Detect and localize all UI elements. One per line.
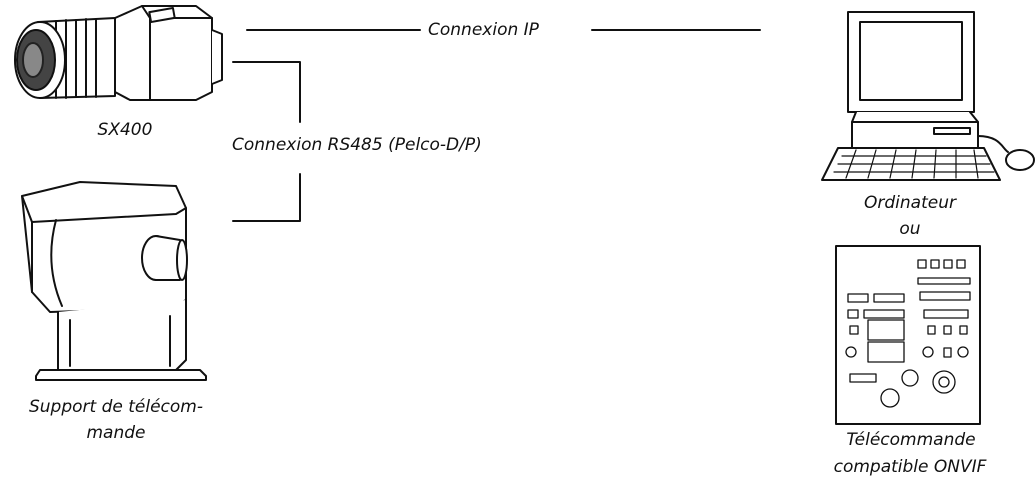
rs485-connection-label: Connexion RS485 (Pelco-D/P) (232, 135, 482, 155)
pan-tilt-label-line2: mande (86, 423, 146, 443)
or-label: ou (899, 219, 921, 239)
remote-control-icon (835, 245, 981, 425)
pan-tilt-mount-icon (21, 181, 207, 381)
remote-label-line2: compatible ONVIF (833, 457, 987, 477)
ip-connection-label: Connexion IP (428, 20, 539, 40)
computer-label: Ordinateur (864, 193, 956, 213)
pan-tilt-label-line1: Support de télécom- (28, 397, 203, 417)
camera-icon (14, 5, 223, 101)
remote-label-line1: Télécommande (846, 430, 976, 450)
computer-icon (821, 11, 1035, 181)
rs485-connection-line (232, 61, 301, 222)
camera-label: SX400 (97, 120, 153, 140)
